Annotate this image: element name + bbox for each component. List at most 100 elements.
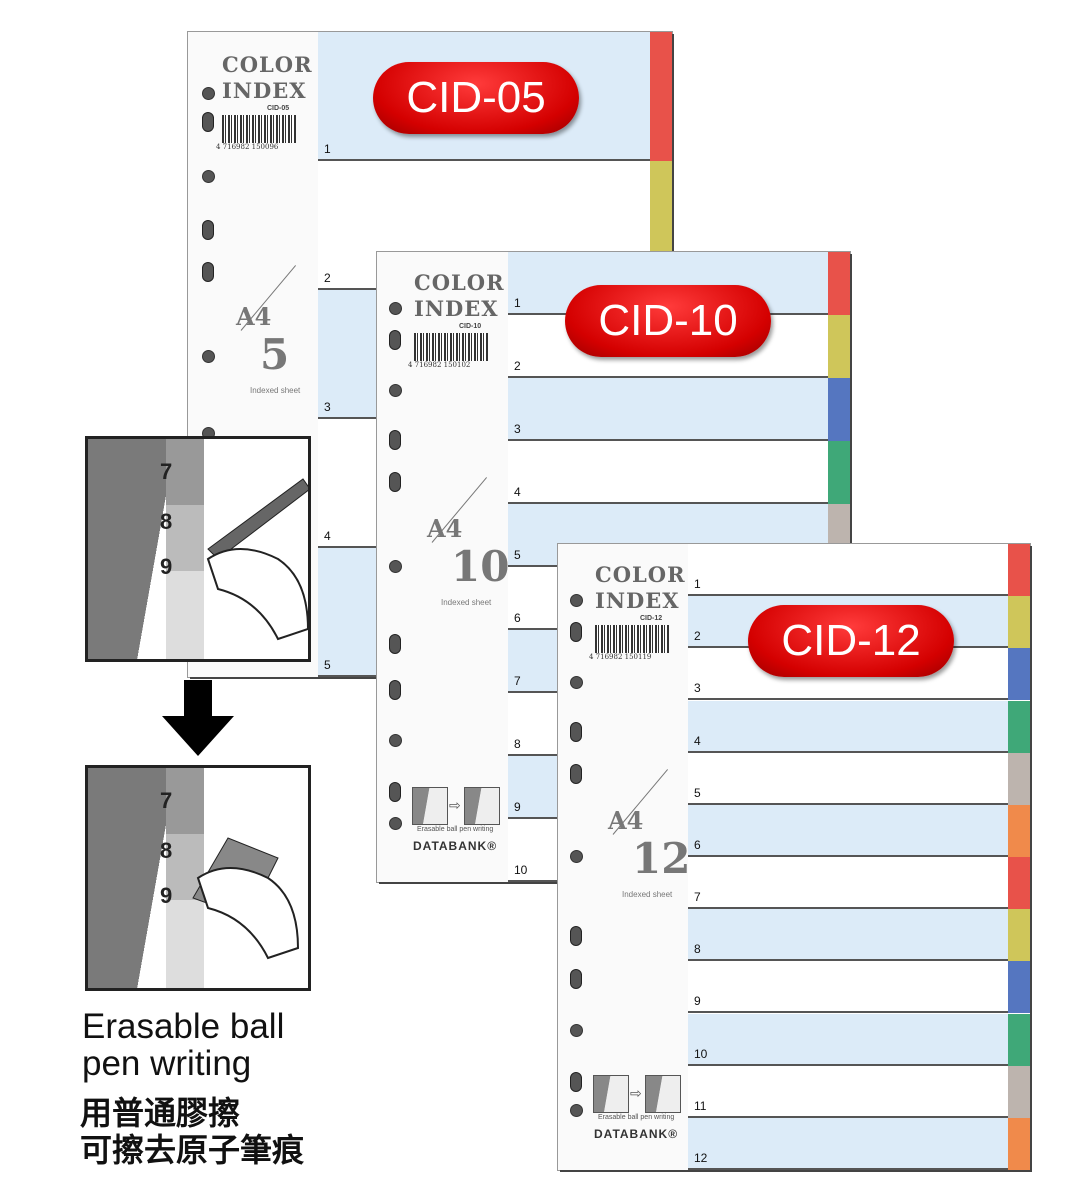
brand-index: INDEX — [595, 588, 680, 613]
hand-with-eraser-icon — [192, 837, 300, 960]
arrow-right-icon: ⇨ — [630, 1085, 642, 1101]
colored-tab[interactable] — [1008, 1065, 1030, 1118]
tab-number: 7 — [160, 459, 173, 484]
sheet-label: Indexed sheet — [622, 890, 673, 899]
sheet-count: 12 — [632, 834, 691, 883]
tab-number: 9 — [160, 883, 173, 908]
row-number: 2 — [324, 271, 331, 285]
index-row[interactable]: 6 — [688, 804, 1008, 857]
colored-tab[interactable] — [828, 252, 850, 315]
punch-slot — [202, 262, 214, 282]
erase-caption: Erasable ball pen writing — [598, 1114, 675, 1121]
sheet-label: Indexed sheet — [441, 598, 492, 607]
punch-slot — [389, 782, 401, 802]
punch-slot — [389, 680, 401, 700]
row-number: 10 — [514, 863, 528, 877]
arrow-down-icon — [162, 680, 234, 756]
index-row[interactable]: 12 — [688, 1117, 1008, 1170]
index-row[interactable]: 1 — [688, 544, 1008, 597]
punch-hole — [202, 170, 215, 183]
erase-demo-after-icon — [464, 787, 500, 825]
colored-tab[interactable] — [1008, 1013, 1030, 1066]
punch-slot — [389, 430, 401, 450]
punch-slot — [570, 764, 582, 784]
brand-color: COLOR — [222, 52, 313, 77]
colored-tab[interactable] — [1008, 648, 1030, 701]
punch-slot — [570, 926, 582, 946]
colored-tab[interactable] — [1008, 804, 1030, 857]
index-row[interactable]: 11 — [688, 1066, 1008, 1118]
colored-tab[interactable] — [1008, 596, 1030, 649]
colored-tab[interactable] — [1008, 752, 1030, 805]
product-code-badge: CID-05 — [373, 62, 579, 134]
row-number: 10 — [694, 1046, 708, 1061]
illustration-erasing: 7 8 9 — [85, 765, 311, 991]
erase-demo-before-icon — [412, 787, 448, 825]
product-code: CID-05 — [267, 105, 290, 112]
punch-slot — [389, 634, 401, 654]
colored-tab[interactable] — [1008, 961, 1030, 1014]
punch-hole — [389, 817, 402, 830]
punch-hole — [389, 560, 402, 573]
colored-tab[interactable] — [828, 378, 850, 441]
colored-tab[interactable] — [1008, 909, 1030, 962]
product-code-badge: CID-10 — [565, 285, 771, 357]
row-number: 1 — [694, 577, 701, 592]
index-row[interactable]: 5 — [688, 753, 1008, 805]
punch-hole — [570, 594, 583, 607]
index-row[interactable]: 7 — [688, 857, 1008, 910]
tab-number: 7 — [160, 788, 173, 813]
barcode — [222, 115, 296, 143]
punch-hole — [570, 1104, 583, 1117]
colored-tab[interactable] — [1008, 544, 1030, 597]
index-row[interactable]: 3 — [508, 378, 828, 441]
caption-chinese-line2: 可擦去原子筆痕 — [80, 1132, 305, 1168]
punch-hole — [570, 676, 583, 689]
caption-english-line1: Erasable ball — [82, 1007, 285, 1046]
row-number: 8 — [694, 942, 701, 957]
row-number: 5 — [514, 548, 521, 562]
punch-slot — [202, 112, 214, 132]
colored-tab[interactable] — [1008, 700, 1030, 753]
row-number: 3 — [694, 681, 701, 696]
row-number: 4 — [694, 733, 701, 748]
colored-tab[interactable] — [1008, 857, 1030, 910]
index-row[interactable]: 10 — [688, 1013, 1008, 1066]
row-number: 2 — [694, 629, 701, 644]
databank-logo: DATABANK® — [413, 839, 498, 853]
colored-tab[interactable] — [1008, 1117, 1030, 1170]
row-number: 2 — [514, 359, 521, 373]
index-row[interactable]: 8 — [688, 909, 1008, 962]
product-code: CID-12 — [640, 615, 663, 622]
row-number: 11 — [694, 1098, 707, 1113]
erase-caption: Erasable ball pen writing — [417, 826, 494, 833]
hand-with-pen-icon — [206, 478, 308, 641]
punch-slot — [389, 472, 401, 492]
index-row[interactable]: 4 — [688, 700, 1008, 753]
punch-slot — [570, 969, 582, 989]
colored-tab[interactable] — [650, 32, 672, 161]
index-row[interactable]: 9 — [688, 961, 1008, 1014]
row-number: 1 — [514, 296, 521, 310]
sheet-count: 5 — [260, 330, 290, 379]
caption-chinese-line1: 用普通膠擦 — [80, 1095, 241, 1131]
colored-tab[interactable] — [828, 315, 850, 378]
colored-tab[interactable] — [828, 441, 850, 504]
row-number: 5 — [694, 785, 701, 800]
row-number: 7 — [514, 674, 521, 688]
row-number: 8 — [514, 737, 521, 751]
index-row[interactable]: 3 — [688, 648, 1008, 701]
index-row[interactable]: 2 — [508, 315, 828, 378]
barcode-number: 4 716982 150119 — [589, 653, 652, 661]
brand-color: COLOR — [414, 270, 505, 295]
product-code: CID-10 — [459, 323, 482, 330]
barcode-number: 4 716982 150102 — [408, 361, 471, 369]
index-row[interactable]: 4 — [508, 441, 828, 504]
barcode — [414, 333, 488, 361]
row-number: 3 — [324, 400, 331, 414]
brand-index: INDEX — [222, 78, 307, 103]
tab-number: 8 — [160, 838, 173, 863]
barcode — [595, 625, 669, 653]
